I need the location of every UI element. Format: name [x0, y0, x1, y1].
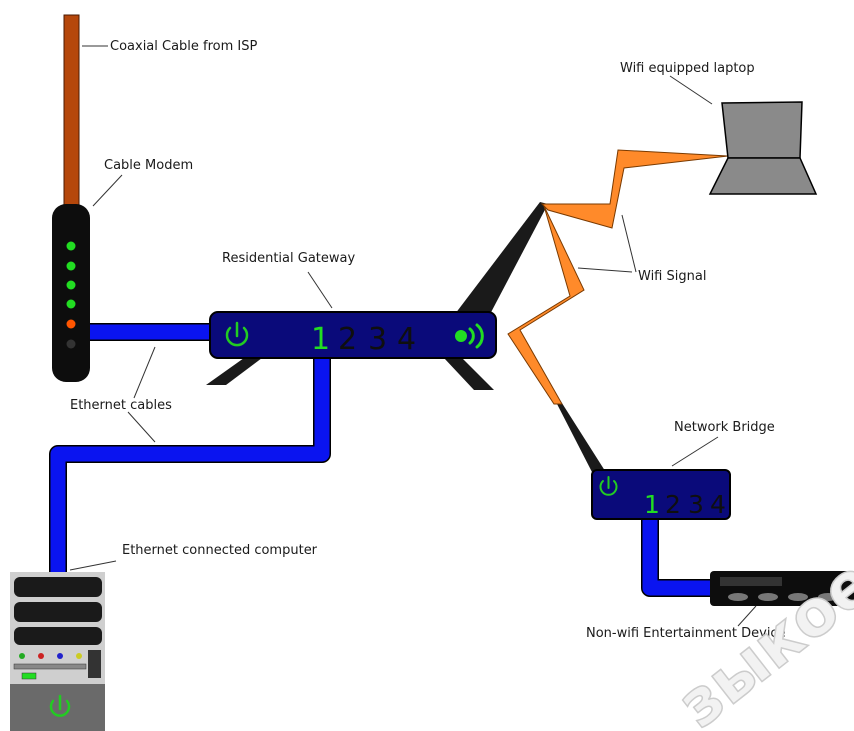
label-ethernet-cables: Ethernet cables: [70, 398, 172, 413]
modem-led-3: [66, 280, 76, 290]
label-wifi-signal: Wifi Signal: [638, 269, 706, 284]
gateway-right-leg: [444, 358, 494, 390]
leader-wifi-1: [621, 214, 637, 273]
ethernet-cable-gateway-computer: [50, 358, 330, 580]
laptop-icon: [708, 101, 818, 195]
entertainment-device-button-2: [758, 593, 778, 601]
label-computer: Ethernet connected computer: [122, 543, 318, 558]
label-network-bridge: Network Bridge: [674, 420, 775, 435]
bridge-antenna: [556, 400, 607, 474]
modem-led-4: [66, 299, 76, 309]
leader-ethernet-1: [133, 346, 156, 399]
entertainment-device-display: [720, 577, 782, 586]
leader-gateway: [307, 271, 333, 309]
residential-gateway: 1 2 3 4: [209, 311, 497, 359]
drive-bay-1: [14, 577, 102, 597]
desktop-computer: [10, 572, 105, 731]
leader-laptop: [669, 75, 713, 105]
modem-led-1: [66, 241, 76, 251]
modem-body: [52, 204, 90, 382]
gateway-antenna: [452, 202, 548, 318]
computer-port-blue: [57, 653, 63, 659]
gateway-port-1: 1: [311, 322, 330, 357]
bridge-port-3: 3: [688, 490, 704, 519]
label-coaxial-cable: Coaxial Cable from ISP: [110, 39, 258, 54]
leader-computer: [69, 560, 117, 571]
computer-power-icon: [49, 694, 71, 717]
modem-led-5: [66, 319, 76, 329]
gateway-port-4: 4: [397, 322, 416, 357]
computer-port-red: [38, 653, 44, 659]
label-laptop: Wifi equipped laptop: [620, 61, 755, 76]
laptop-screen: [721, 101, 803, 159]
label-entertainment-device: Non-wifi Entertainment Device: [586, 626, 786, 641]
leader-wifi-2: [577, 267, 633, 273]
ethernet-cables: [49, 323, 716, 597]
computer-port-yellow: [76, 653, 82, 659]
network-bridge: 1 2 3 4: [591, 469, 731, 520]
bridge-port-2: 2: [665, 490, 681, 519]
computer-port-green: [19, 653, 25, 659]
leader-lines: [69, 45, 757, 627]
entertainment-device-button-1: [728, 593, 748, 601]
modem-led-6: [66, 339, 76, 349]
leader-modem: [92, 174, 123, 207]
wifi-bolt-to-bridge: [507, 205, 585, 405]
entertainment-device-button-3: [788, 593, 808, 601]
leader-bridge: [671, 436, 719, 467]
ethernet-cable-bridge-device: [642, 518, 716, 596]
drive-bay-2: [14, 602, 102, 622]
coaxial-cable: [63, 14, 80, 216]
cable-modem: [52, 204, 90, 382]
label-cable-modem: Cable Modem: [104, 158, 193, 173]
computer-side-ports: [88, 650, 101, 678]
bridge-port-4: 4: [710, 490, 726, 519]
gateway-body: [209, 311, 497, 359]
bridge-power-icon: [599, 476, 618, 496]
modem-led-2: [66, 261, 76, 271]
bridge-body: [591, 469, 731, 520]
gateway-port-3: 3: [368, 322, 387, 357]
wifi-signal: [507, 149, 729, 405]
wifi-icon: [455, 323, 484, 349]
label-residential-gateway: Residential Gateway: [222, 251, 355, 266]
ethernet-cable-bridge-device-outline: [641, 518, 716, 597]
power-icon: [225, 321, 249, 347]
entertainment-device-button-4: [818, 593, 838, 601]
laptop-keyboard: [708, 157, 818, 195]
entertainment-device: [710, 571, 854, 606]
bridge-port-1: 1: [644, 490, 660, 519]
floppy-slot: [13, 663, 87, 670]
gateway-left-leg: [206, 358, 262, 385]
leader-ethernet-2: [127, 411, 156, 443]
gateway-port-2: 2: [338, 322, 357, 357]
drive-bay-3: [14, 627, 102, 645]
computer-activity-led: [21, 672, 37, 680]
leader-entertainment: [737, 605, 757, 627]
wifi-bolt-to-laptop: [540, 149, 729, 229]
